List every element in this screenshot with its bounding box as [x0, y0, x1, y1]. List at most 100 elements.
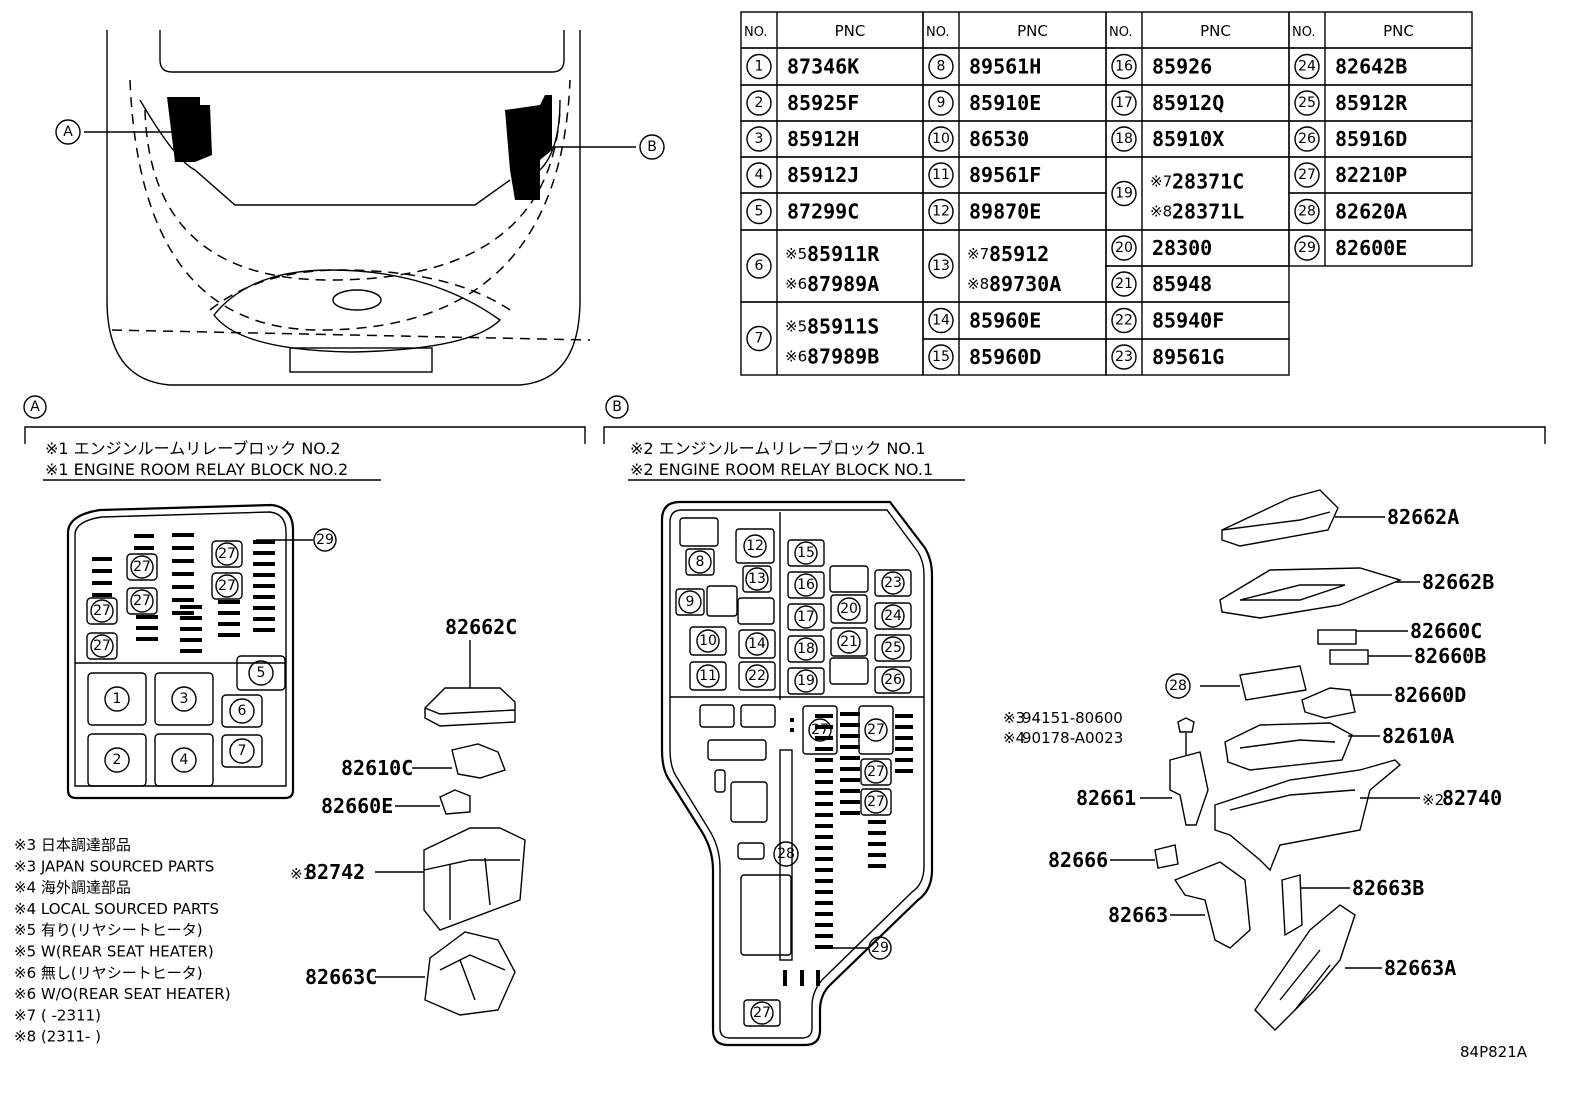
relay-block-a-silhouette: [167, 97, 212, 162]
svg-text:※2: ※2: [1422, 791, 1444, 809]
svg-text:27: 27: [753, 1005, 771, 1021]
table-row-no: 28: [1298, 204, 1316, 220]
fuse-cell: 27: [211, 540, 243, 568]
svg-text:82663B: 82663B: [1352, 876, 1424, 900]
table-row-no: 20: [1115, 240, 1133, 256]
svg-text:27: 27: [93, 603, 111, 619]
svg-text:11: 11: [699, 668, 717, 684]
table-row-no: 15: [932, 349, 950, 365]
table-row-note: ※7: [967, 245, 989, 263]
table-row-pnc: 89870E: [969, 200, 1041, 224]
part-82740: ※2 82740: [1214, 759, 1502, 872]
table-header-no: NO.: [1292, 25, 1316, 40]
svg-text:27: 27: [867, 722, 885, 738]
table-row-note: ※8: [967, 275, 989, 293]
section-a-title-en: ※1 ENGINE ROOM RELAY BLOCK NO.2: [45, 460, 348, 479]
table-row-no: 16: [1115, 59, 1133, 75]
fuse-cell: 12: [735, 528, 775, 564]
svg-text:3: 3: [180, 691, 189, 707]
svg-text:18: 18: [797, 641, 815, 657]
table-row-pnc: 89561G: [1152, 345, 1224, 369]
svg-text:82666: 82666: [1048, 848, 1108, 872]
callout-a-circle: [55, 119, 81, 145]
table-row-pnc: 82210P: [1335, 163, 1407, 187]
fuse-cell: 27: [86, 632, 118, 660]
fuse-cell: 27: [211, 572, 243, 600]
part-82660C: 82660C: [1317, 619, 1482, 645]
relay-block-b-silhouette: [505, 95, 552, 200]
note-line: ※8 (2311- ): [14, 1028, 101, 1046]
table-row-pnc: 87299C: [787, 200, 859, 224]
svg-text:※3: ※3: [1003, 709, 1025, 727]
svg-text:16: 16: [797, 577, 815, 593]
reference-code: 84P821A: [1460, 1043, 1528, 1061]
svg-text:27: 27: [93, 638, 111, 654]
table-row-note: ※5: [785, 245, 807, 263]
svg-text:82610C: 82610C: [341, 756, 413, 780]
table-header-no: NO.: [1109, 25, 1133, 40]
part-82662B: 82662B: [1219, 567, 1494, 619]
table-row-no: 6: [755, 258, 764, 274]
table-row-pnc: 85912H: [787, 127, 859, 151]
svg-text:27: 27: [867, 794, 885, 810]
svg-text:9: 9: [686, 594, 695, 610]
part-82663A: 82663A: [1254, 904, 1456, 1031]
section-b: B ※2 エンジンルームリレーブロック NO.1 ※2 ENGINE ROOM …: [603, 395, 1546, 1047]
fuse-cell: 15: [787, 539, 825, 567]
table-header-pnc: PNC: [835, 22, 866, 40]
svg-text:※4: ※4: [1003, 729, 1025, 747]
table-row-no: 17: [1115, 95, 1133, 111]
table-row-pnc: 85940F: [1152, 309, 1224, 333]
relay-cell: 5: [236, 655, 286, 691]
svg-text:82660D: 82660D: [1394, 683, 1466, 707]
fuse-cell: 13: [742, 565, 772, 593]
svg-text:27: 27: [133, 559, 151, 575]
svg-text:82663C: 82663C: [305, 965, 377, 989]
table-row-note: ※8: [1150, 203, 1172, 221]
table-row-no: 7: [755, 331, 764, 347]
svg-text:13: 13: [748, 571, 766, 587]
table-row-pnc: 28300: [1152, 236, 1212, 260]
fuse-cell: 27: [802, 705, 838, 755]
part-82663: 82663: [1108, 861, 1251, 949]
svg-text:82663A: 82663A: [1384, 956, 1456, 980]
svg-text:24: 24: [884, 608, 902, 624]
part-82662C: 82662C: [424, 615, 517, 727]
note-line: ※6 無し(リヤシートヒータ): [14, 964, 203, 982]
svg-text:82610A: 82610A: [1382, 724, 1454, 748]
section-b-title-jp: ※2 エンジンルームリレーブロック NO.1: [630, 439, 926, 458]
fuse-cell: 21: [830, 627, 868, 657]
table-row-pnc: 85910X: [1152, 127, 1224, 151]
fuse-cell: 14: [738, 629, 776, 659]
svg-text:12: 12: [746, 538, 764, 554]
fuse-cell: 11: [689, 661, 727, 691]
table-row-no: 24: [1298, 59, 1316, 75]
fuse-cell: 24: [874, 602, 912, 630]
table-row: [1288, 229, 1473, 267]
part-82660D: 82660D: [1301, 683, 1466, 719]
table-row-pnc: 28371C: [1172, 170, 1244, 194]
part-82661: 82661: [1076, 751, 1209, 826]
table-row-pnc: 85925F: [787, 91, 859, 115]
table-row-no: 27: [1298, 167, 1316, 183]
svg-text:82740: 82740: [1442, 786, 1502, 810]
callout-29-b: 29: [871, 940, 889, 956]
section-b-title-en: ※2 ENGINE ROOM RELAY BLOCK NO.1: [630, 460, 933, 479]
table-row-pnc: 89561H: [969, 55, 1041, 79]
table-row-pnc: 85912R: [1335, 91, 1408, 115]
table-header-pnc: PNC: [1017, 22, 1048, 40]
note-line: ※4 海外調達部品: [14, 879, 131, 897]
svg-text:90178-A0023: 90178-A0023: [1022, 729, 1123, 747]
relay-cell: 2: [87, 733, 147, 787]
fuse-cell: 27: [860, 788, 892, 816]
part-82742: ※1 82742: [290, 827, 526, 931]
svg-text:27: 27: [218, 578, 236, 594]
table-row-pnc: 85916D: [1335, 127, 1407, 151]
part-82662A: 82662A: [1221, 489, 1459, 547]
fuse-cell: 27: [126, 587, 158, 615]
table-row-pnc: 87346K: [787, 55, 859, 79]
fuse-cell: 17: [787, 603, 825, 631]
svg-text:82660B: 82660B: [1414, 644, 1486, 668]
